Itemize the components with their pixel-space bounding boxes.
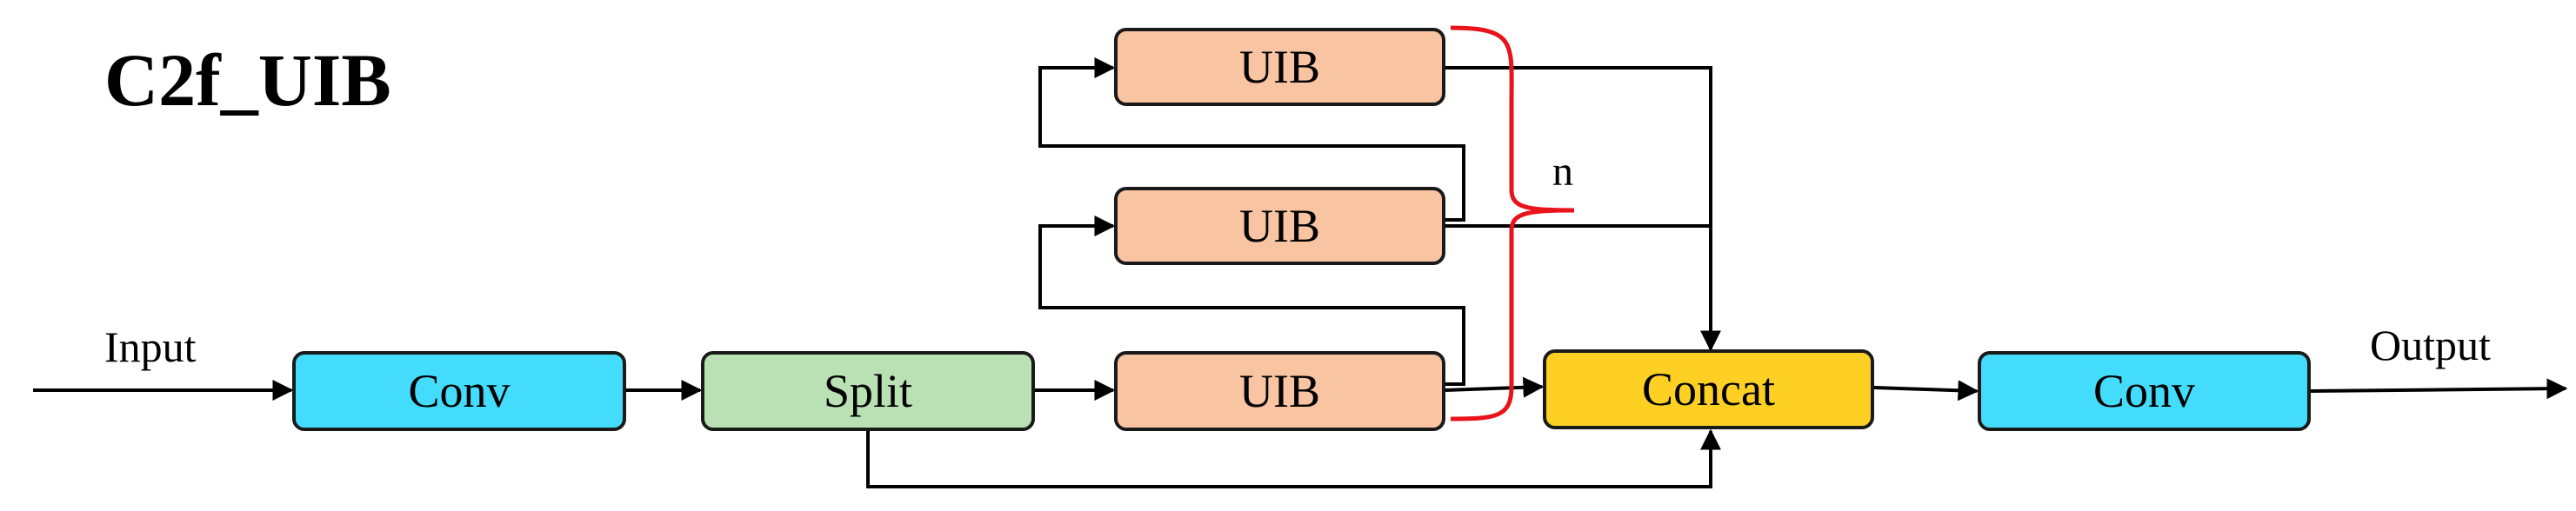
uib-2-label: UIB — [1239, 200, 1320, 252]
output-arrow — [2310, 378, 2568, 400]
conv-input-node: Conv — [292, 351, 626, 431]
concat-to-conv-arrow — [1873, 380, 1979, 402]
uib1-to-concat-arrow — [1445, 376, 1545, 398]
split-node: Split — [701, 351, 1035, 431]
uib-node-1: UIB — [1114, 351, 1445, 431]
uib-1-label: UIB — [1239, 365, 1320, 417]
conv-output-label: Conv — [2092, 365, 2196, 417]
uib-node-3: UIB — [1114, 28, 1445, 106]
uib-node-2: UIB — [1114, 187, 1445, 265]
uib2-to-uib3-arrow — [1038, 57, 1465, 222]
uib3-to-concat-arrow — [1445, 66, 1721, 352]
input-label: Input — [104, 322, 197, 371]
uib-3-label: UIB — [1239, 41, 1320, 93]
conv-input-label: Conv — [408, 365, 511, 417]
repeat-count-label: n — [1552, 149, 1573, 195]
uib1-to-uib2-arrow — [1038, 216, 1465, 386]
diagram-title: C2f_UIB — [104, 38, 391, 122]
split-to-concat-bypass — [866, 412, 1721, 488]
concat-node: Concat — [1543, 349, 1874, 429]
repeat-brace — [1450, 25, 1575, 421]
output-label: Output — [2370, 321, 2491, 369]
concat-label: Concat — [1642, 363, 1775, 415]
split-label: Split — [823, 365, 913, 417]
conv-output-node: Conv — [1978, 351, 2311, 431]
